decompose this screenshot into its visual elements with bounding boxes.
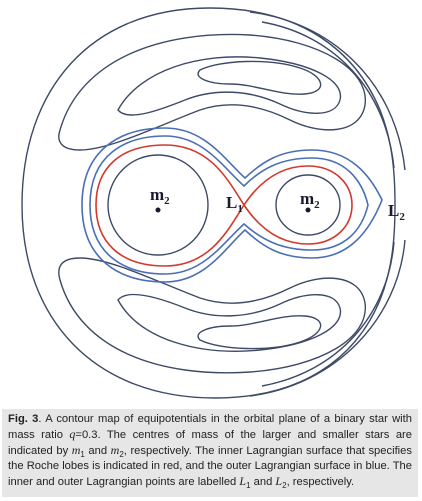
inner-lagrangian-surface [95, 144, 353, 267]
primary-inner-contour [107, 154, 209, 256]
lower-lobe-mid [117, 293, 342, 352]
figure-caption: Fig. 3. A contour map of equipotentials … [2, 409, 418, 497]
caption-text-3: and [84, 445, 111, 457]
caption-q-symbol: q [69, 427, 76, 441]
caption-L2-sub: 2 [282, 481, 287, 491]
upper-lobe-inner [197, 60, 322, 95]
caption-L2-symbol: L [275, 474, 283, 488]
secondary-mass-dot [305, 207, 311, 213]
outer-contour [21, 7, 396, 399]
outer-lagrangian-surface-inner [89, 135, 369, 275]
caption-text-1: . A contour map of equipotentials in the… [8, 413, 412, 441]
label-m2-left: m2 [150, 185, 170, 207]
equipotential-figure: m2 m2 L1 L2 [21, 7, 406, 399]
caption-m2-sub: 2 [119, 450, 124, 460]
primary-mass-dot [155, 207, 161, 213]
label-L2: L2 [388, 201, 405, 223]
caption-text-4: , respectively. The inner Lagrangian sur… [8, 445, 412, 488]
caption-text-6: , respectively. [286, 476, 355, 488]
caption-L1-symbol: L [239, 474, 247, 488]
label-m2-right: m2 [300, 189, 320, 211]
outer-lagrangian-surface [81, 127, 383, 283]
caption-text-2: =0.3. The centres of mass of the larger … [8, 429, 412, 457]
label-L1: L1 [226, 193, 243, 215]
secondary-inner-contour [275, 174, 341, 236]
caption-text-5: and [250, 476, 276, 488]
caption-m1-sub: 1 [80, 450, 85, 460]
caption-m1-symbol: m [71, 443, 81, 457]
upper-lobe-outer [58, 33, 366, 151]
caption-m2-symbol: m [110, 443, 120, 457]
contour-map: m2 m2 L1 L2 [21, 7, 406, 399]
figure-number: Fig. 3 [8, 413, 39, 425]
lower-lobe-inner [197, 315, 322, 350]
caption-L1-sub: 1 [246, 481, 251, 491]
outer-arc-top-right-2 [261, 21, 395, 169]
upper-lobe-mid [117, 56, 342, 116]
outer-arc-bottom-right [249, 239, 406, 397]
